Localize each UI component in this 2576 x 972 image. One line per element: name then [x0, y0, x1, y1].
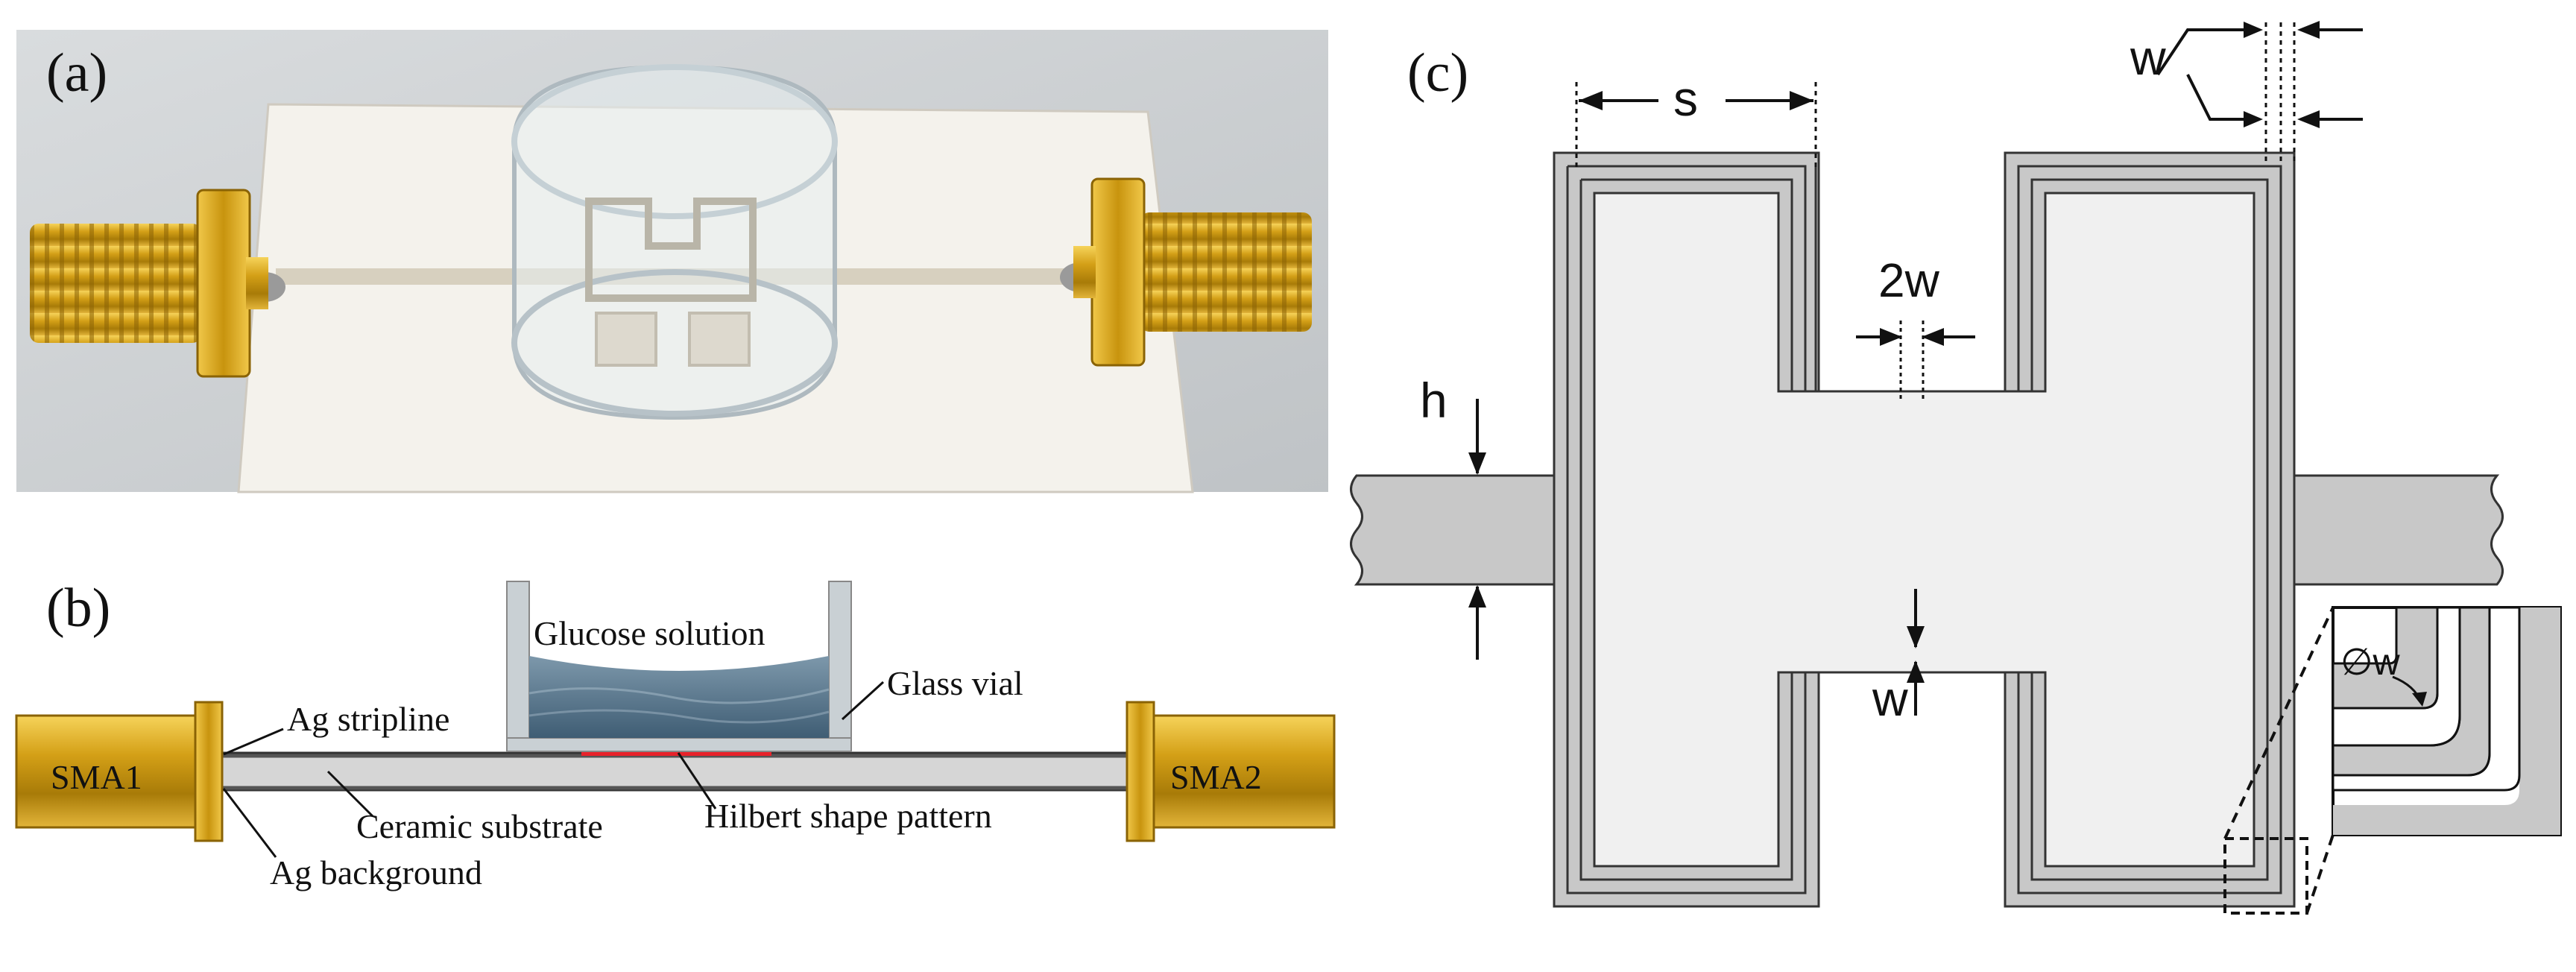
leader-ag-stripline: [223, 728, 284, 756]
panel-a-label: (a): [46, 42, 107, 104]
feed-line-right: [2293, 474, 2504, 586]
zoom-line-2: [2305, 834, 2334, 914]
dim-w-top-label: w: [2130, 30, 2166, 85]
panel-c: (c) s w: [1350, 21, 2562, 915]
dim-w-gap-arrowhead-bottom: [1907, 660, 1925, 683]
dim-w-leader-head-1: [2244, 22, 2263, 38]
resonator-ring-2b: [1922, 178, 2269, 881]
dim-s-label: s: [1673, 71, 1698, 126]
sma2-connector: SMA2: [1126, 701, 1336, 842]
dim-2w-arrowhead-left: [1880, 328, 1902, 346]
glass-vial-label: Glass vial: [887, 664, 1023, 702]
sma1-connector: SMA1: [15, 701, 224, 842]
dim-h-arrowhead-top: [1468, 452, 1486, 475]
sma-connector-left: [30, 189, 268, 378]
dim-w-arrowhead-bottom: [2297, 110, 2320, 128]
photo-glass-vial: [511, 64, 838, 420]
dim-2w-label: 2w: [1878, 253, 1940, 307]
vial-cross-section: [506, 581, 852, 752]
panel-b: (b) SMA1 SMA2 Glucose solution: [15, 578, 1336, 891]
hilbert-shape-label: Hilbert shape pattern: [704, 797, 992, 835]
zoom-inset: [2332, 606, 2562, 836]
zoom-line-1: [2223, 607, 2334, 839]
ag-background-label: Ag background: [270, 853, 482, 891]
glucose-solution-label: Glucose solution: [534, 614, 765, 652]
feed-line-left: [1350, 474, 1556, 586]
resonator-inner: [1593, 192, 2255, 868]
ag-stripline-label: Ag stripline: [287, 700, 449, 738]
panel-a: (a): [16, 30, 1328, 493]
sma1-label: SMA1: [51, 758, 142, 796]
dim-diameter-label: ∅w: [2340, 641, 2401, 683]
dim-w-leader: [2156, 28, 2258, 76]
dim-w-leader-2: [2186, 74, 2258, 121]
dim-w-arrowhead-top: [2297, 21, 2320, 39]
zoom-box: [2223, 837, 2308, 915]
panel-b-label: (b): [46, 578, 110, 639]
leader-hilbert: [677, 752, 717, 810]
dim-w-gap-arrowhead-top: [1907, 626, 1925, 648]
dim-h-label: h: [1420, 373, 1448, 428]
dim-w-gap-label: w: [1872, 671, 1908, 726]
resonator-ring-1c: [1922, 165, 2282, 894]
ceramic-substrate-label: Ceramic substrate: [356, 807, 603, 845]
dim-h-arrowhead-bottom: [1468, 585, 1486, 608]
radius-arrowhead: [2412, 692, 2427, 707]
panel-c-label: (c): [1407, 42, 1468, 104]
sma2-label: SMA2: [1170, 758, 1262, 796]
dim-s-arrowhead-right: [1790, 91, 1813, 110]
sma-connector-right: [1073, 177, 1312, 367]
leader-glass-vial: [841, 681, 885, 721]
dim-w-leader-head-2: [2244, 111, 2263, 127]
dim-s-arrowhead-left: [1579, 91, 1603, 110]
leader-ceramic: [326, 770, 374, 818]
dim-2w-arrowhead-right: [1922, 328, 1944, 346]
glucose-liquid: [529, 656, 829, 738]
leader-ag-background: [222, 788, 277, 858]
